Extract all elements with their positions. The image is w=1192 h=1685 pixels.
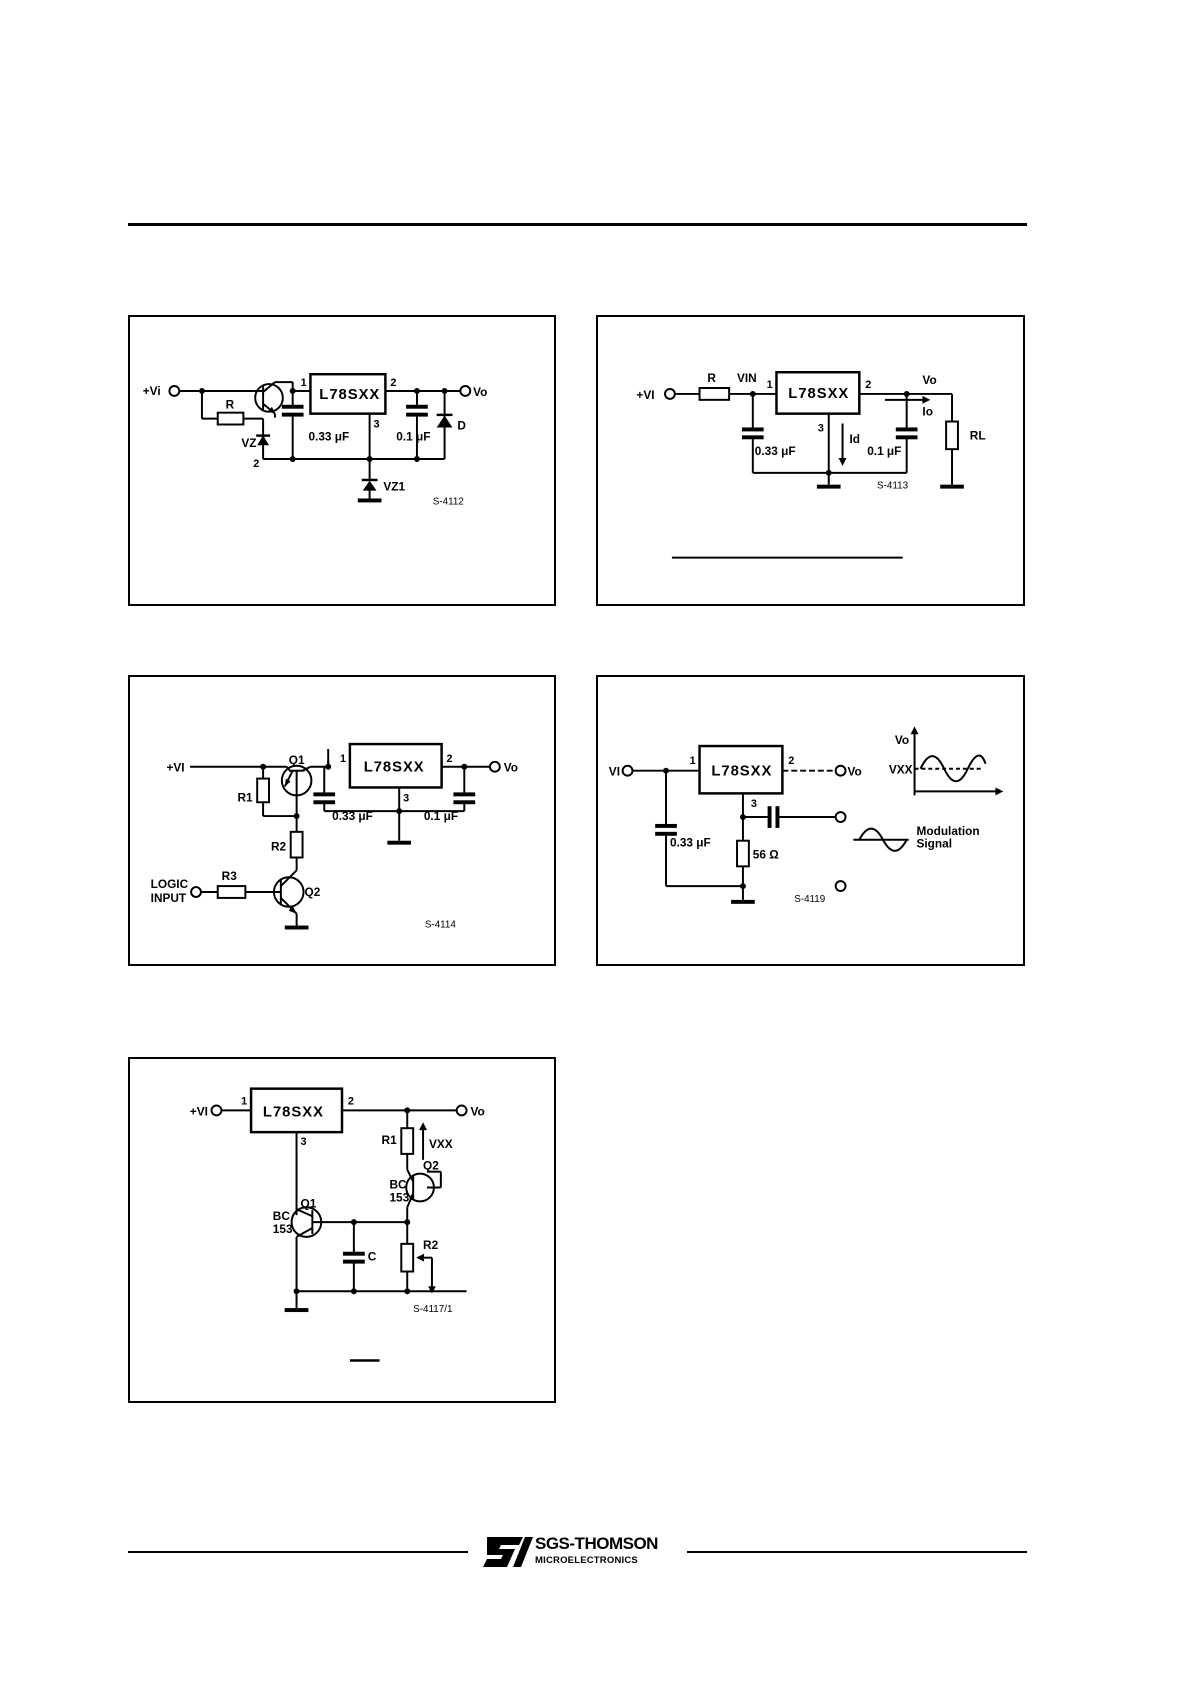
fig2-vi: +VI bbox=[636, 388, 654, 402]
fig3-r2: R2 bbox=[271, 840, 287, 854]
figure-5-panel: L78SXX +VI 1 2 3 Vo R1 VXX Q2 BC 153 Q1 … bbox=[128, 1057, 556, 1403]
fig5-vxx: VXX bbox=[429, 1137, 453, 1151]
fig5-bc1b: 153 bbox=[273, 1222, 293, 1236]
figure-3-panel: L78SXX +VI Q1 R1 R2 R3 LOGIC INPUT Q2 1 … bbox=[128, 675, 556, 966]
figure-2-schematic: L78SXX +VI R VIN 1 2 3 Vo Io Id 0.33 μF … bbox=[636, 370, 986, 559]
fig4-code: S-4119 bbox=[794, 894, 826, 905]
fig3-vi: +VI bbox=[166, 761, 184, 775]
fig3-q1: Q1 bbox=[289, 753, 305, 767]
fig5-bc1a: BC bbox=[273, 1209, 291, 1223]
figure-1-panel: L78SXX +Vi R VZ 2 1 2 3 0.33 μF 0.1 μF D… bbox=[128, 315, 556, 606]
header-rule bbox=[128, 223, 1027, 226]
fig1-vz1: VZ1 bbox=[383, 480, 405, 494]
st-logo-icon bbox=[483, 1537, 533, 1567]
fig1-r: R bbox=[226, 398, 235, 412]
fig4-wave-vo: Vo bbox=[895, 733, 909, 747]
fig3-r1: R1 bbox=[237, 790, 253, 804]
fig1-p2: 2 bbox=[390, 377, 396, 389]
fig1-p1: 1 bbox=[301, 377, 307, 389]
fig1-vz: VZ bbox=[241, 436, 256, 450]
fig5-code: S-4117/1 bbox=[413, 1304, 453, 1315]
footer-brand: SGS-THOMSON bbox=[535, 1534, 658, 1553]
fig2-c1: 0.33 μF bbox=[755, 444, 796, 458]
fig3-logic2: INPUT bbox=[151, 891, 187, 905]
fig4-vi: VI bbox=[609, 765, 620, 779]
fig4-vo: Vo bbox=[847, 765, 861, 779]
fig1-vi: +Vi bbox=[143, 384, 161, 398]
fig2-id: Id bbox=[849, 432, 860, 446]
fig4-mod1: Modulation bbox=[917, 824, 980, 838]
fig4-mod2: Signal bbox=[917, 837, 953, 851]
fig3-p3: 3 bbox=[403, 792, 409, 804]
fig2-rl: RL bbox=[970, 428, 986, 442]
fig5-bc2b: 153 bbox=[389, 1190, 409, 1204]
fig1-ic-label: L78SXX bbox=[319, 387, 380, 403]
fig2-ic-label: L78SXX bbox=[788, 386, 849, 402]
fig1-vo: Vo bbox=[473, 385, 487, 399]
fig2-vo: Vo bbox=[922, 373, 936, 387]
fig5-p1: 1 bbox=[241, 1095, 247, 1107]
fig1-c2: 0.1 μF bbox=[396, 429, 430, 443]
fig4-wave-vxx: VXX bbox=[889, 763, 913, 777]
fig3-p2: 2 bbox=[447, 753, 453, 765]
fig2-io: Io bbox=[922, 405, 933, 419]
fig5-r2: R2 bbox=[423, 1238, 439, 1252]
fig4-ic-label: L78SXX bbox=[711, 764, 772, 780]
fig4-p1: 1 bbox=[690, 755, 696, 767]
fig5-q2: Q2 bbox=[423, 1159, 439, 1173]
figure-1-schematic: L78SXX +Vi R VZ 2 1 2 3 0.33 μF 0.1 μF D… bbox=[143, 372, 487, 507]
fig4-p3: 3 bbox=[751, 798, 757, 810]
footer-rule-left bbox=[128, 1551, 468, 1553]
fig1-d: D bbox=[457, 418, 466, 432]
fig3-q2: Q2 bbox=[305, 885, 321, 899]
footer-subbrand: MICROELECTRONICS bbox=[535, 1555, 638, 1566]
fig5-q1: Q1 bbox=[300, 1196, 316, 1210]
footer-rule-right bbox=[687, 1551, 1027, 1553]
fig1-code: S-4112 bbox=[433, 496, 464, 507]
fig3-vo: Vo bbox=[504, 761, 518, 775]
fig4-c1: 0.33 μF bbox=[670, 836, 711, 850]
fig3-r3: R3 bbox=[222, 869, 238, 883]
fig5-c: C bbox=[368, 1250, 377, 1264]
fig3-ic-label: L78SXX bbox=[364, 760, 425, 776]
fig3-c1: 0.33 μF bbox=[332, 809, 373, 823]
fig3-logic1: LOGIC bbox=[151, 877, 189, 891]
figure-2-panel: L78SXX +VI R VIN 1 2 3 Vo Io Id 0.33 μF … bbox=[596, 315, 1025, 606]
figure-4-panel: L78SXX VI 1 2 3 Vo 0.33 μF 56 Ω Vo VXX M… bbox=[596, 675, 1025, 966]
fig2-p2: 2 bbox=[865, 379, 871, 391]
fig2-code: S-4113 bbox=[877, 481, 909, 492]
fig1-pin2-left: 2 bbox=[253, 458, 259, 470]
fig5-r1: R1 bbox=[382, 1133, 398, 1147]
fig3-code: S-4114 bbox=[425, 920, 457, 931]
fig4-r: 56 Ω bbox=[753, 847, 779, 861]
fig5-ic-label: L78SXX bbox=[263, 1104, 324, 1120]
fig2-c2: 0.1 μF bbox=[867, 444, 901, 458]
fig4-p2: 2 bbox=[788, 755, 794, 767]
fig5-p3: 3 bbox=[300, 1136, 306, 1148]
fig2-p3: 3 bbox=[818, 422, 824, 434]
fig5-vi: +VI bbox=[190, 1104, 208, 1118]
fig2-vin: VIN bbox=[737, 371, 757, 385]
figure-4-schematic: L78SXX VI 1 2 3 Vo 0.33 μF 56 Ω Vo VXX M… bbox=[609, 726, 1004, 905]
fig3-c2: 0.1 μF bbox=[424, 809, 458, 823]
fig3-p1: 1 bbox=[340, 753, 346, 765]
figure-5-schematic: L78SXX +VI 1 2 3 Vo R1 VXX Q2 BC 153 Q1 … bbox=[190, 1087, 485, 1362]
fig5-p2: 2 bbox=[348, 1095, 354, 1107]
fig2-p1: 1 bbox=[767, 379, 773, 391]
fig5-vo: Vo bbox=[470, 1104, 484, 1118]
figure-3-schematic: L78SXX +VI Q1 R1 R2 R3 LOGIC INPUT Q2 1 … bbox=[151, 742, 518, 931]
fig1-c1: 0.33 μF bbox=[308, 429, 349, 443]
fig2-r: R bbox=[707, 371, 716, 385]
fig5-bc2a: BC bbox=[389, 1177, 407, 1191]
fig1-p3: 3 bbox=[374, 418, 380, 430]
